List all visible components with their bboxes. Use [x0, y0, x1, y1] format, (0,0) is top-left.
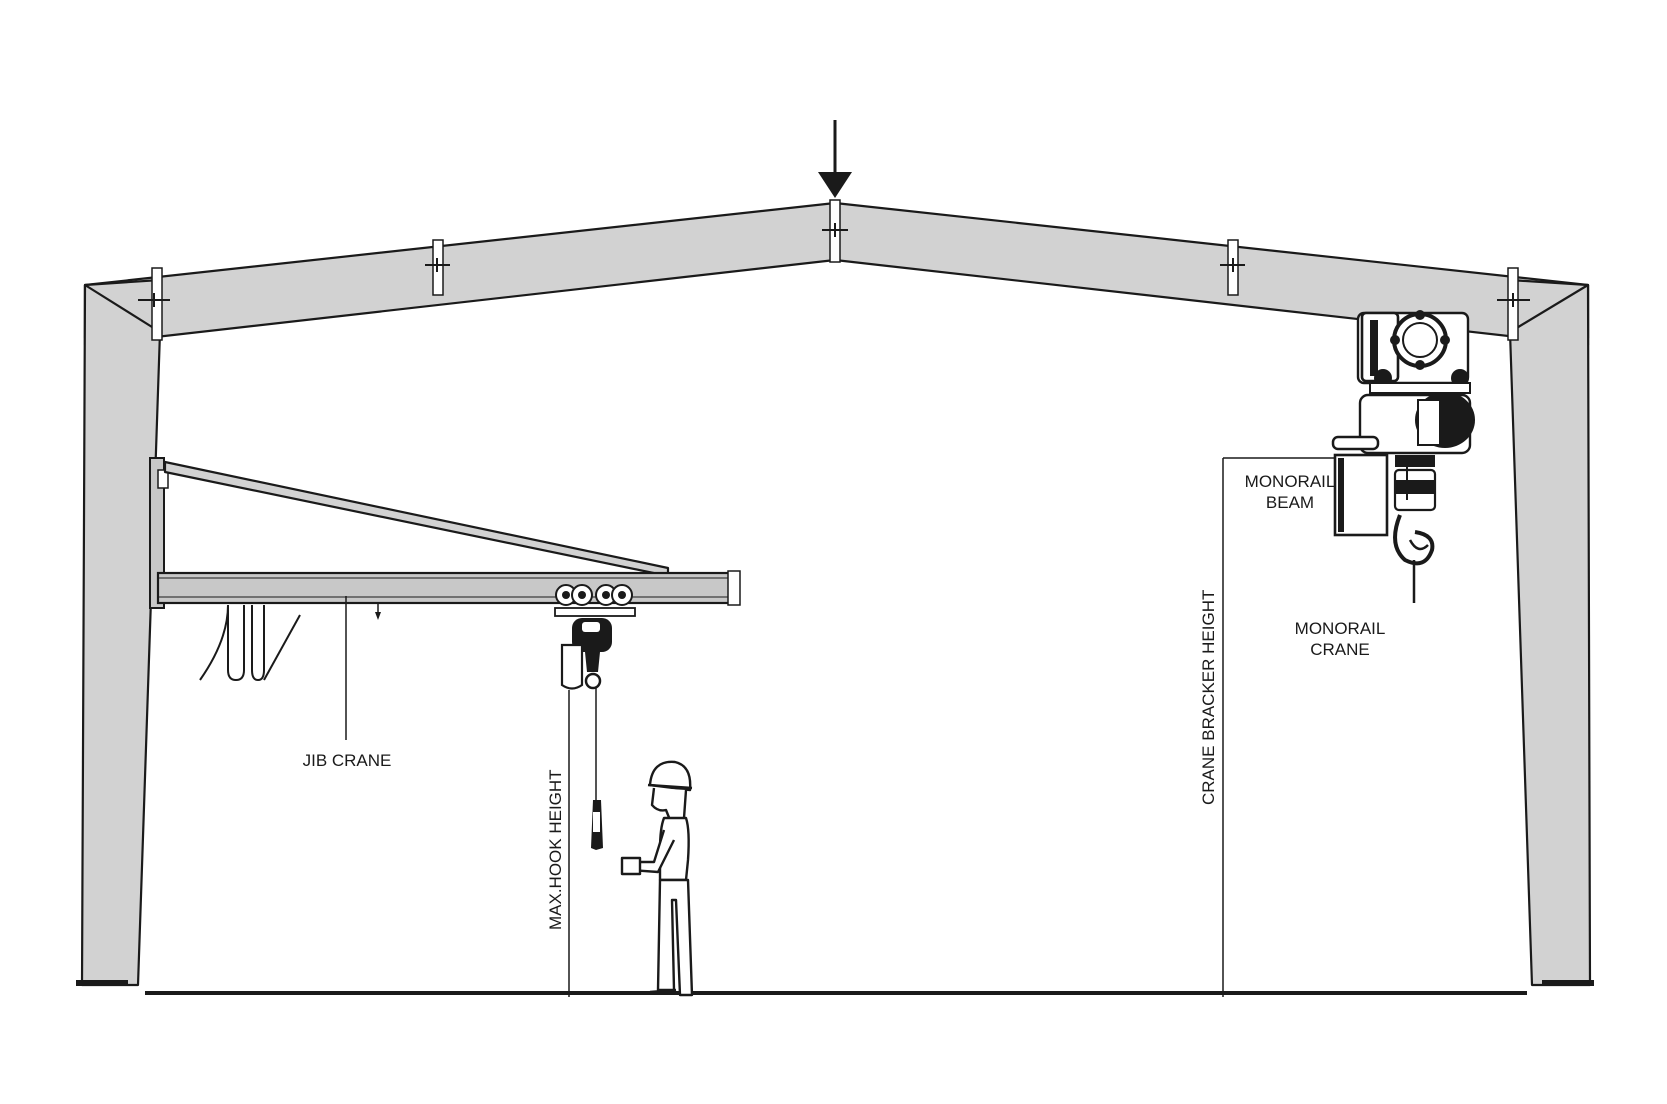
roof-rafter-right [833, 201, 1590, 347]
column-right [1508, 283, 1594, 987]
electric-hoist-icon [1331, 310, 1475, 603]
jib-trolley [554, 584, 636, 617]
column-left [76, 283, 162, 987]
jib-crane-label: JIB CRANE [303, 751, 392, 770]
load-arrow-icon [818, 120, 852, 198]
monorail-beam-label-line2: BEAM [1266, 493, 1314, 512]
bolt-marks [138, 223, 1530, 307]
monorail-crane-label-line2: CRANE [1310, 640, 1370, 659]
crane-bracket-dimension [1222, 457, 1345, 997]
jib-hoist [560, 618, 612, 850]
roof-rafter-left [83, 201, 837, 347]
worker-figure-icon [620, 760, 694, 997]
monorail-beam-label-line1: MONORAIL [1245, 472, 1336, 491]
crane-bracket-height-label: CRANE BRACKER HEIGHT [1199, 590, 1218, 805]
monorail-crane-label-line1: MONORAIL [1295, 619, 1386, 638]
jib-crane [149, 457, 741, 850]
max-hook-height-label: MAX.HOOK HEIGHT [546, 769, 565, 930]
